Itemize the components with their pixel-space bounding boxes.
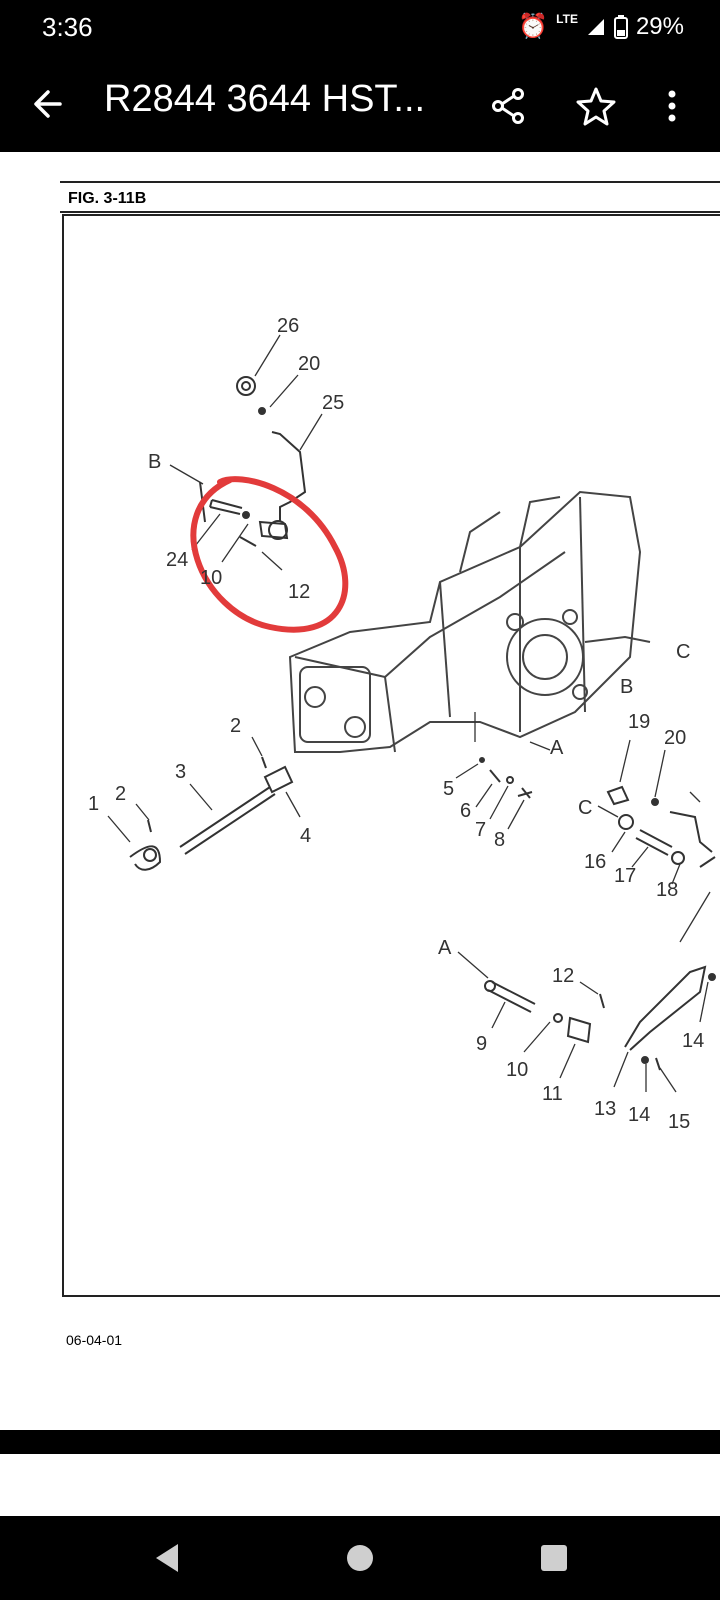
battery-icon [613,14,628,39]
parts-diagram: 26 20 25 B 24 10 12 2 3 1 2 4 5 6 7 8 A … [60,181,720,1297]
callout-labels: 26 20 25 B 24 10 12 2 3 1 2 4 5 6 7 8 A … [88,315,704,1133]
app-bar: R2844 3644 HST... [0,56,720,152]
callout: 4 [300,825,311,847]
share-icon[interactable] [490,88,526,124]
document-title: R2844 3644 HST... [104,78,426,120]
callout: B [148,451,161,473]
callout: 9 [476,1033,487,1055]
callout: 12 [552,965,574,987]
document-page[interactable]: 26 20 25 B 24 10 12 2 3 1 2 4 5 6 7 8 A … [0,152,720,1430]
callout: 14 [628,1104,650,1126]
callout: C [676,641,690,663]
callout: 8 [494,829,505,851]
callout: 7 [475,819,486,841]
callout: 1 [88,793,99,815]
callout: 10 [200,567,222,589]
red-circle-annotation [190,476,349,633]
callout: 25 [322,392,344,414]
callout: 18 [656,879,678,901]
callout: 3 [175,761,186,783]
nav-bar [0,1516,720,1600]
callout: 15 [668,1111,690,1133]
callout: 14 [682,1030,704,1052]
callout: 17 [614,865,636,887]
callout: 26 [277,315,299,337]
callout: 19 [628,711,650,733]
viewer-bottom-bar [0,1430,720,1454]
more-vert-icon[interactable] [662,90,682,122]
callout: 24 [166,549,188,571]
recents-square-icon[interactable] [536,1540,572,1576]
home-circle-icon[interactable] [342,1540,378,1576]
shift-rod-assembly [129,756,294,871]
detent-parts [479,757,533,799]
right-parts [606,785,716,868]
callout: C [578,797,592,819]
upper-linkage [199,376,307,547]
transmission-housing [288,490,651,753]
callout: 16 [584,851,606,873]
back-arrow-icon[interactable] [30,86,66,122]
star-icon[interactable] [576,86,616,126]
callout: 13 [594,1098,616,1120]
back-triangle-icon[interactable] [150,1540,186,1576]
battery-percent: 29% [635,12,684,40]
signal-icon [587,18,604,35]
figure-code: 06-04-01 [66,1332,123,1348]
callout: B [620,676,633,698]
callout: 5 [443,778,454,800]
status-time: 3:36 [42,12,93,42]
callout: A [438,937,452,959]
callout: 11 [542,1083,563,1105]
lower-parts [484,965,716,1071]
figure-label: FIG. 3-11B [68,190,147,207]
callout: 20 [664,727,686,749]
alarm-icon: ⏰ [518,13,549,40]
callout: 10 [506,1059,528,1081]
callout: 2 [230,715,241,737]
callout: A [550,737,564,759]
callout: 20 [298,353,320,375]
callout: 6 [460,800,471,822]
status-icons: ⏰ LTE 29% [518,12,684,41]
callout: 12 [288,581,310,603]
network-type: LTE [556,11,578,26]
status-bar: 3:36 ⏰ LTE 29% [0,0,720,56]
callout: 2 [115,783,126,805]
